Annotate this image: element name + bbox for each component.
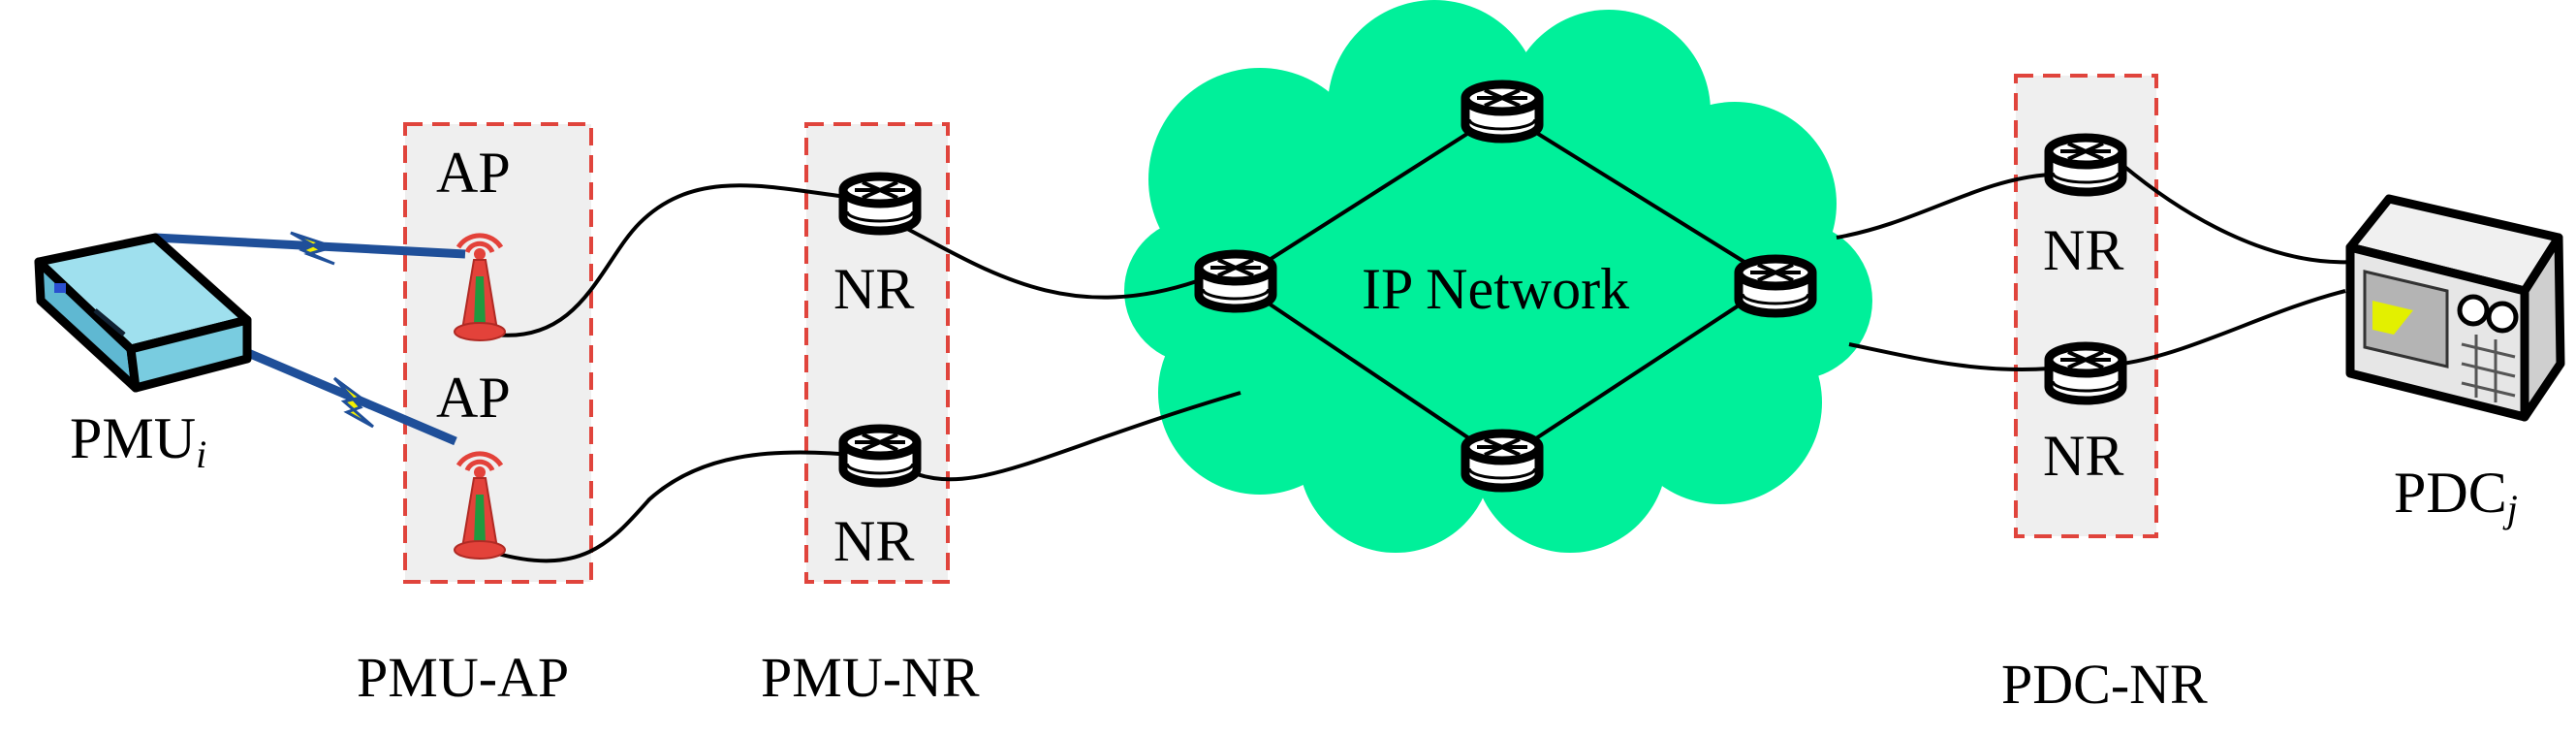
pdc-device-icon bbox=[2345, 194, 2565, 422]
ap-label-2: AP bbox=[436, 366, 511, 430]
nr-label-pmu-2: NR bbox=[833, 509, 914, 573]
router-icon-cloud-right bbox=[1739, 259, 1812, 313]
pmu-subscript: i bbox=[196, 433, 206, 476]
router-icon-cloud-left bbox=[1199, 254, 1272, 308]
group-label-pdc-nr: PDC-NR bbox=[2001, 653, 2208, 716]
group-box-pmu-ap bbox=[403, 122, 593, 584]
pdc-label: PDCj bbox=[2394, 461, 2518, 530]
router-icon-pmu-nr-2 bbox=[843, 429, 917, 483]
cloud-label: IP Network bbox=[1362, 257, 1629, 321]
nr-label-pmu-1: NR bbox=[833, 257, 914, 321]
router-icon-cloud-bottom bbox=[1465, 433, 1539, 488]
wired-links bbox=[493, 163, 2356, 563]
pmu-device-icon bbox=[34, 233, 252, 393]
ap-label-1: AP bbox=[436, 141, 511, 205]
group-label-pmu-ap: PMU-AP bbox=[357, 646, 569, 709]
cloud-links bbox=[1234, 110, 1777, 463]
router-icon-cloud-top bbox=[1465, 84, 1539, 139]
pmu-label: PMUi bbox=[70, 406, 206, 476]
router-icon-pmu-nr-1 bbox=[843, 176, 917, 231]
nr-label-pdc-1: NR bbox=[2043, 218, 2123, 282]
group-label-pmu-nr: PMU-NR bbox=[761, 646, 980, 709]
router-icon-pdc-nr-1 bbox=[2049, 138, 2122, 192]
wireless-links bbox=[154, 231, 466, 446]
router-icon-pdc-nr-2 bbox=[2049, 346, 2122, 401]
pdc-subscript: j bbox=[2502, 487, 2518, 530]
nr-label-pdc-2: NR bbox=[2043, 424, 2123, 488]
